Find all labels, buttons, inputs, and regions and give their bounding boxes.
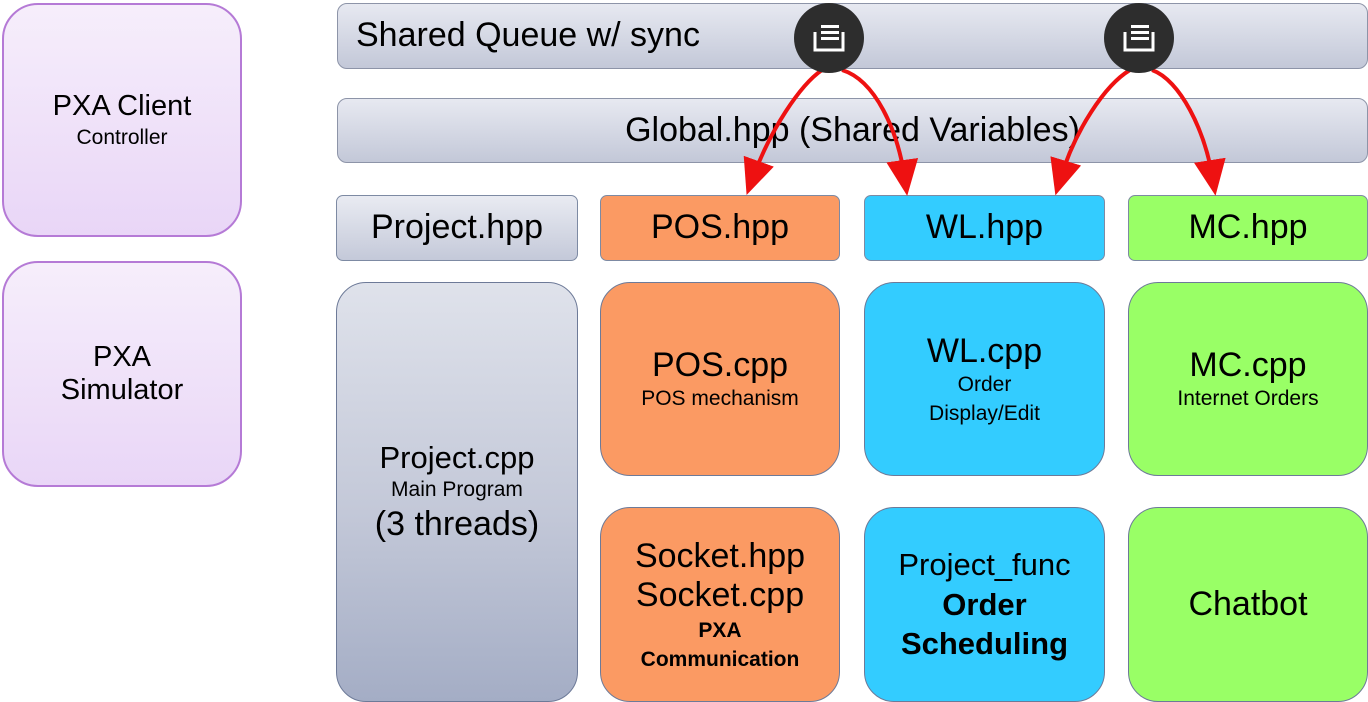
pxa-client-title: PXA Client bbox=[52, 90, 192, 123]
project-func-subtitle-2: Scheduling bbox=[900, 626, 1069, 662]
global-hpp-bar: Global.hpp (Shared Variables) bbox=[337, 98, 1368, 163]
socket-cpp-label: Socket.cpp bbox=[635, 576, 805, 615]
wl-cpp-title: WL.cpp bbox=[926, 332, 1043, 371]
pos-hpp-box: POS.hpp bbox=[600, 195, 840, 261]
chatbot-box: Chatbot bbox=[1128, 507, 1368, 702]
pxa-simulator-box: PXA Simulator bbox=[2, 261, 242, 487]
project-cpp-box: Project.cpp Main Program (3 threads) bbox=[336, 282, 578, 702]
mc-cpp-subtitle: Internet Orders bbox=[1177, 387, 1319, 411]
queue-glyph-icon bbox=[813, 25, 845, 52]
global-hpp-label: Global.hpp (Shared Variables) bbox=[625, 110, 1080, 149]
wl-hpp-box: WL.hpp bbox=[864, 195, 1105, 261]
shared-queue-label: Shared Queue w/ sync bbox=[356, 16, 700, 55]
project-func-box: Project_func Order Scheduling bbox=[864, 507, 1105, 702]
pos-cpp-box: POS.cpp POS mechanism bbox=[600, 282, 840, 476]
queue-icon bbox=[794, 3, 864, 73]
project-func-subtitle-1: Order bbox=[942, 586, 1027, 622]
project-cpp-title: Project.cpp bbox=[379, 439, 535, 475]
socket-box: Socket.hpp Socket.cpp PXA Communication bbox=[600, 507, 840, 702]
wl-cpp-subtitle-2: Display/Edit bbox=[929, 401, 1040, 425]
mc-hpp-box: MC.hpp bbox=[1128, 195, 1368, 261]
wl-hpp-label: WL.hpp bbox=[925, 208, 1044, 247]
socket-hpp-label: Socket.hpp bbox=[634, 537, 806, 576]
pos-hpp-label: POS.hpp bbox=[651, 208, 789, 247]
project-func-title: Project_func bbox=[898, 547, 1071, 583]
pos-cpp-title: POS.cpp bbox=[651, 346, 789, 385]
project-cpp-subtitle: Main Program bbox=[391, 478, 523, 502]
project-hpp-box: Project.hpp bbox=[336, 195, 578, 261]
queue-glyph-icon bbox=[1123, 25, 1155, 52]
mc-cpp-box: MC.cpp Internet Orders bbox=[1128, 282, 1368, 476]
pxa-client-box: PXA Client Controller bbox=[2, 3, 242, 237]
queue-icon bbox=[1104, 3, 1174, 73]
project-hpp-label: Project.hpp bbox=[371, 208, 543, 247]
socket-subtitle-2: Communication bbox=[640, 647, 800, 671]
chatbot-label: Chatbot bbox=[1188, 584, 1308, 623]
pxa-simulator-line1: PXA bbox=[92, 340, 152, 373]
mc-cpp-title: MC.cpp bbox=[1189, 346, 1307, 385]
socket-subtitle-1: PXA bbox=[698, 619, 742, 643]
pos-cpp-subtitle: POS mechanism bbox=[641, 387, 799, 411]
pxa-client-subtitle: Controller bbox=[76, 125, 168, 149]
mc-hpp-label: MC.hpp bbox=[1188, 208, 1308, 247]
wl-cpp-box: WL.cpp Order Display/Edit bbox=[864, 282, 1105, 476]
project-cpp-threads: (3 threads) bbox=[374, 505, 540, 544]
pxa-simulator-line2: Simulator bbox=[60, 374, 184, 406]
wl-cpp-subtitle-1: Order bbox=[957, 373, 1012, 397]
